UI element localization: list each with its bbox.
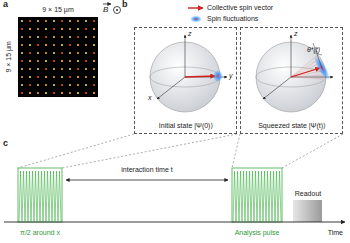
node-text: x	[148, 94, 152, 102]
zoom-lines	[18, 134, 343, 168]
panel-letter: c	[3, 139, 8, 149]
legend-text: Spin fluctuations	[207, 15, 258, 23]
bloch-sphere	[150, 35, 227, 112]
pulse-box	[18, 168, 62, 222]
pulse-oscillation	[233, 171, 281, 222]
zoom-panel: z θ*(t) Squeezed state |Ψ(t)⟩	[240, 27, 343, 134]
field-symbol	[114, 7, 121, 14]
bloch-sphere	[256, 35, 333, 112]
atom-array-image	[18, 17, 98, 97]
panel-letter: a	[3, 0, 8, 10]
label-text: interaction time t	[121, 166, 172, 174]
node-text: θ*(t)	[307, 46, 320, 54]
node-text: Squeezed state |Ψ(t)⟩	[258, 122, 326, 130]
legend-blob	[190, 16, 202, 23]
label-text: π/2 around x	[20, 229, 60, 237]
pulse-oscillation	[19, 171, 61, 222]
node-text: Initial state |Ψ(0)⟩	[159, 122, 213, 130]
vector-arrow	[103, 4, 111, 5]
interval-arrow	[66, 180, 228, 181]
legend-text: Collective spin vector	[207, 4, 273, 12]
panel-letter: b	[122, 0, 128, 10]
legend-arrow	[188, 7, 203, 8]
label-text: 9 × 15 µm	[42, 6, 73, 14]
label-text: B	[103, 6, 108, 15]
readout-block: Readout	[288, 190, 328, 200]
time-axis	[4, 222, 345, 223]
node-text: z	[294, 30, 298, 38]
field-symbol-dot	[116, 9, 118, 11]
label-text: 9 × 15 µm	[5, 41, 13, 72]
node-text: y	[229, 72, 233, 80]
atom-dots	[21, 20, 95, 94]
zoom-panel: z x yInitial state |Ψ(0)⟩	[134, 27, 237, 134]
readout-block	[293, 200, 322, 222]
node-text: z	[188, 30, 192, 38]
label-text: Analysis pulse	[235, 229, 280, 237]
label-text: Time	[328, 229, 343, 237]
pulse-box	[232, 168, 282, 222]
node-text: Readout	[295, 190, 321, 198]
